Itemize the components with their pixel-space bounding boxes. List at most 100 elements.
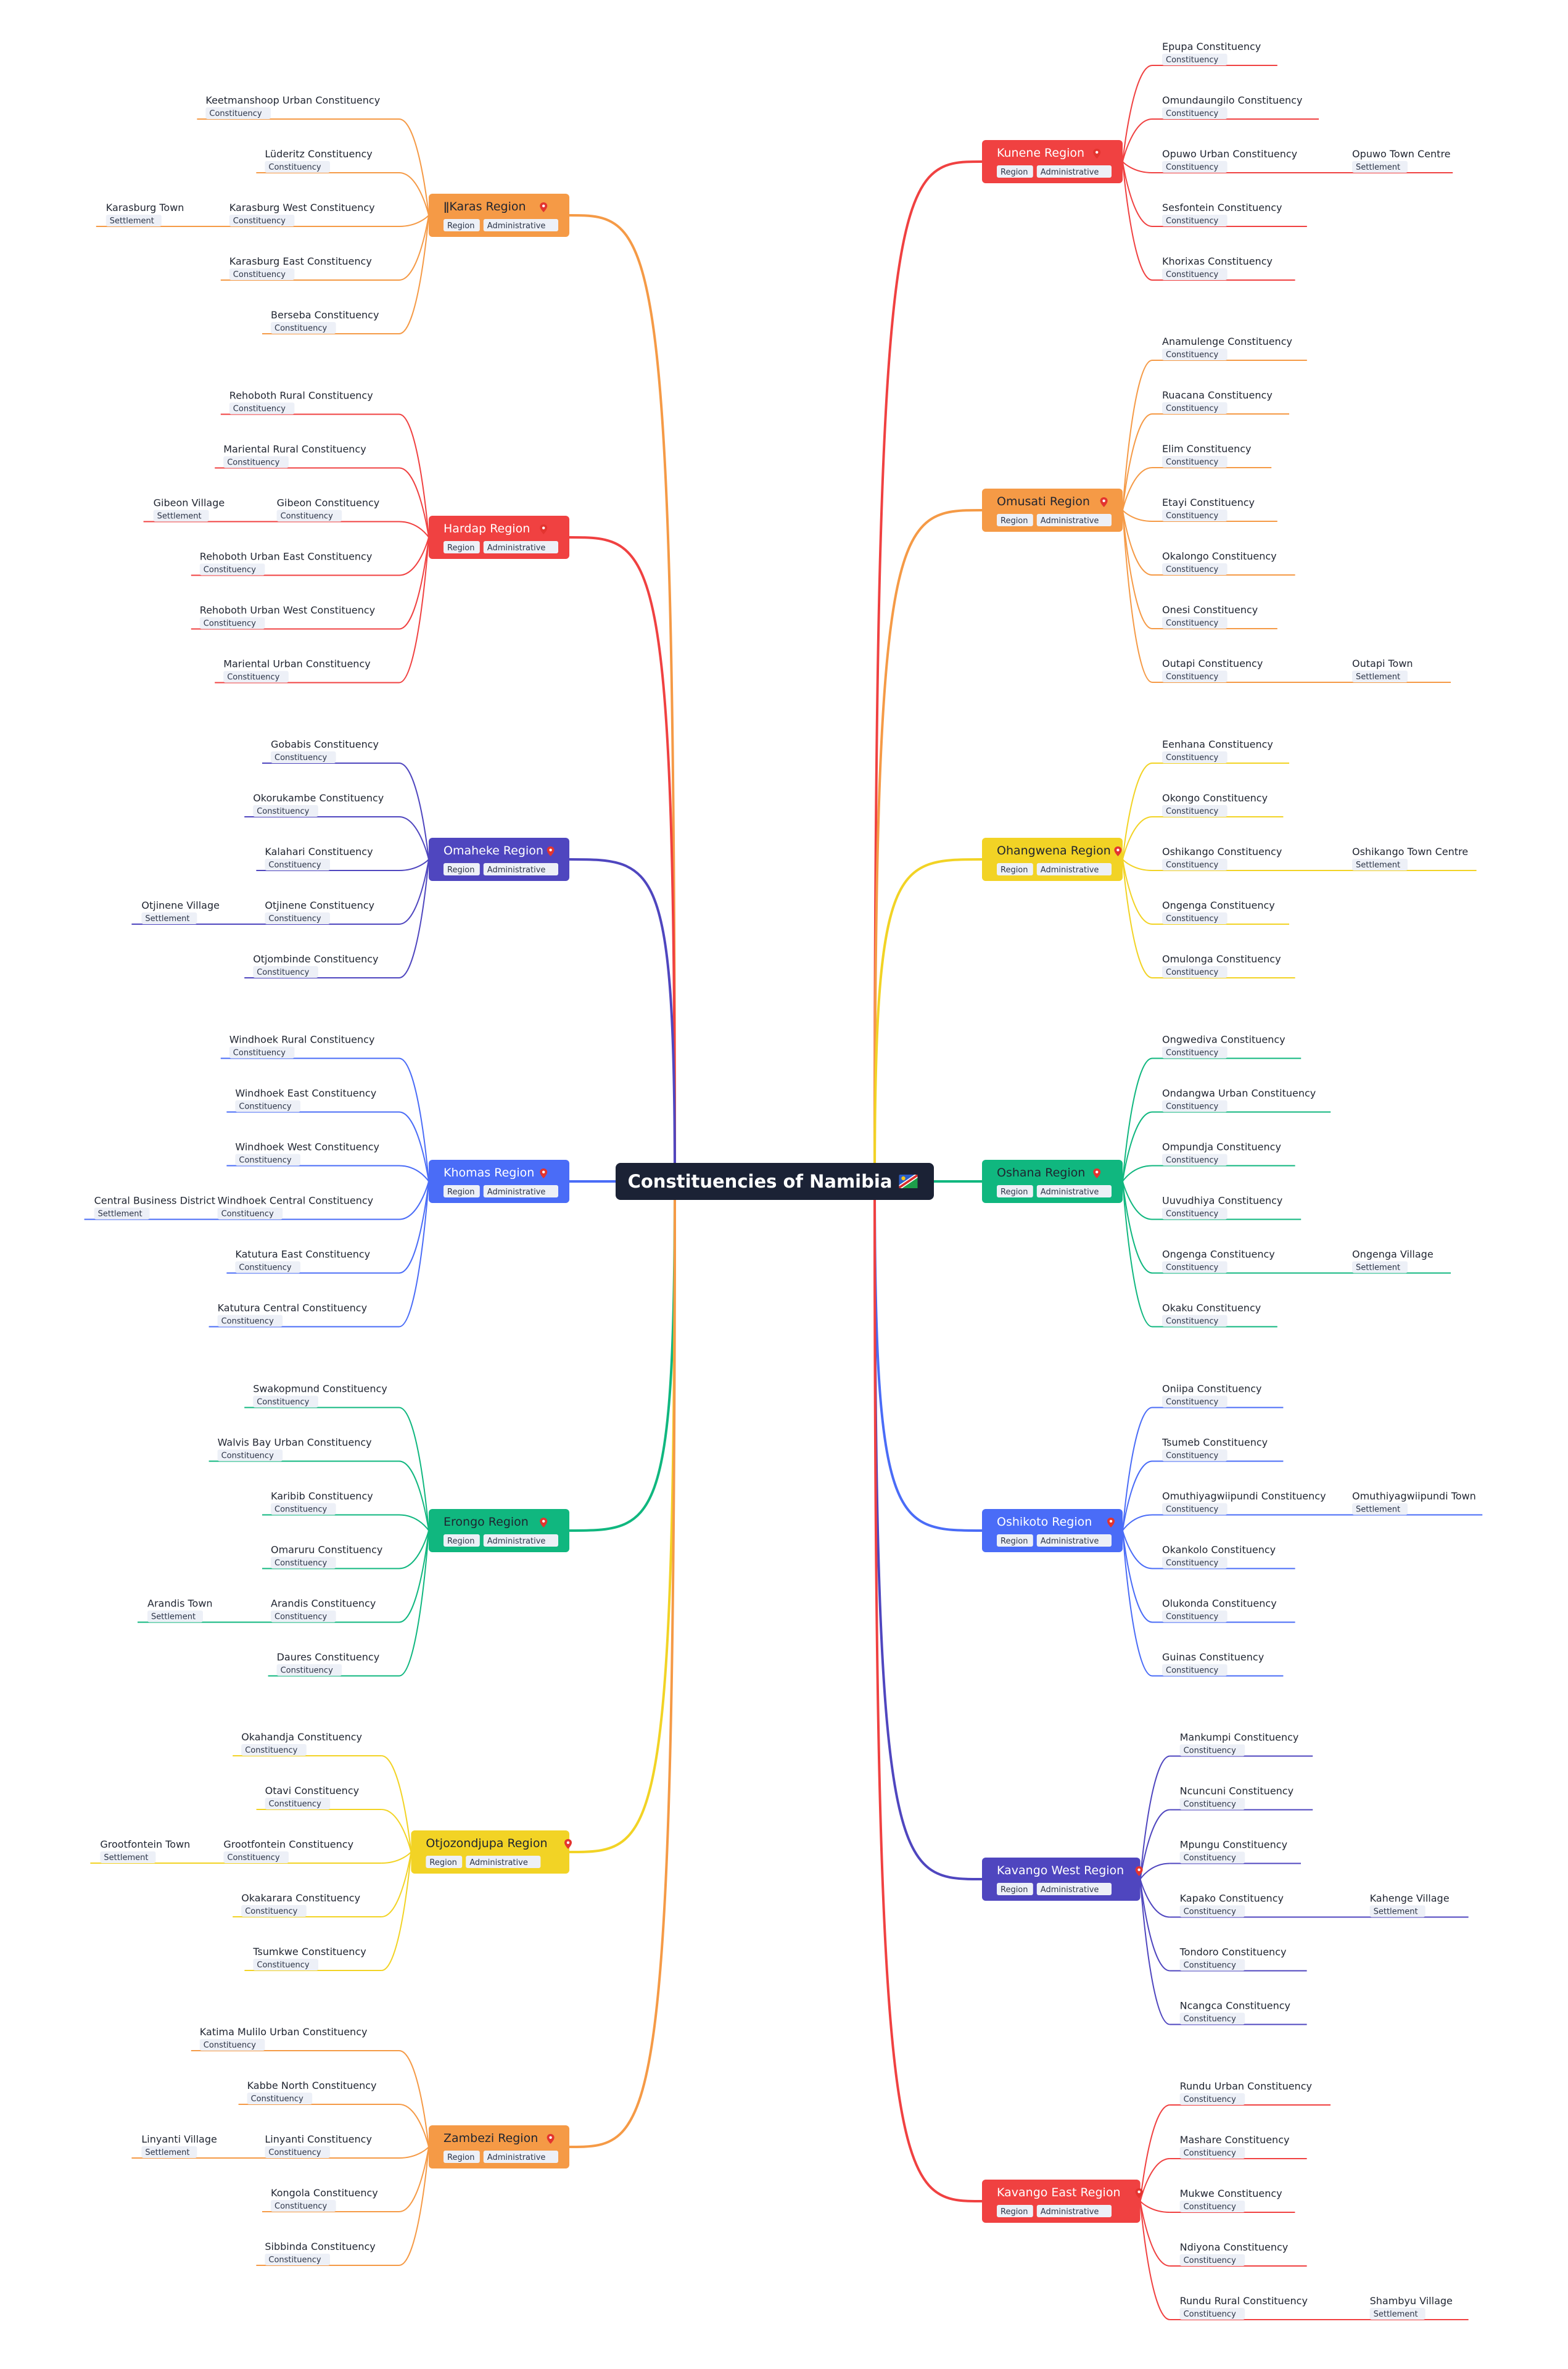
root-node[interactable]: Constituencies of Namibia [616,1163,934,1200]
constituency-node[interactable]: Rehoboth Urban West ConstituencyConstitu… [199,605,375,629]
constituency-node[interactable]: Windhoek Central ConstituencyConstituenc… [217,1195,373,1220]
root-box[interactable] [616,1163,934,1200]
constituency-node[interactable]: Omuthiyagwiipundi ConstituencyConstituen… [1162,1490,1326,1515]
constituency-node[interactable]: Keetmanshoop Urban ConstituencyConstitue… [205,94,380,119]
constituency-node[interactable]: Katutura Central ConstituencyConstituenc… [217,1302,367,1327]
constituency-node[interactable]: Walvis Bay Urban ConstituencyConstituenc… [217,1437,372,1462]
constituency-node[interactable]: Katima Mulilo Urban ConstituencyConstitu… [199,2026,368,2051]
